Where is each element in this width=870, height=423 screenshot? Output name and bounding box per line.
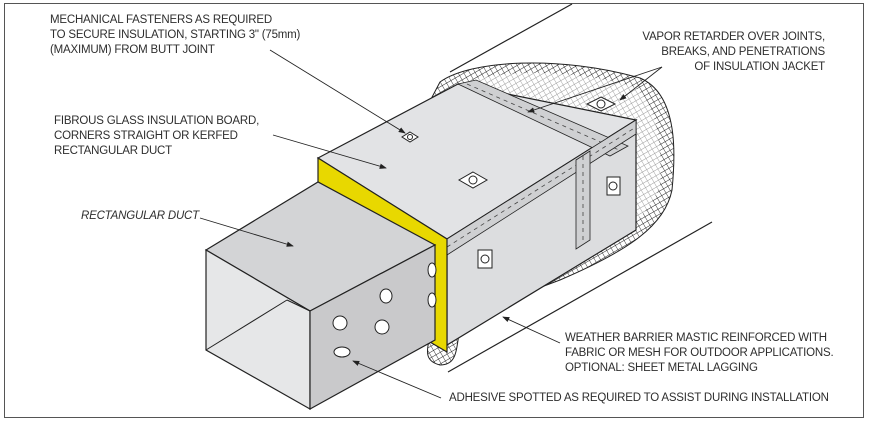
label-line: (MAXIMUM) FROM BUTT JOINT bbox=[50, 44, 215, 56]
label-line: OPTIONAL: SHEET METAL LAGGING bbox=[565, 362, 758, 374]
label-line: MECHANICAL FASTENERS AS REQUIRED bbox=[50, 14, 272, 26]
fastener-icon bbox=[401, 96, 621, 269]
label-line: BREAKS, AND PENETRATIONS bbox=[661, 46, 825, 58]
jacket-lower-line bbox=[447, 221, 713, 373]
jacket-upper-line bbox=[449, 3, 573, 73]
label-rectangular-duct: RECTANGULAR DUCT bbox=[81, 210, 199, 222]
duct-side-face bbox=[309, 244, 436, 411]
label-adhesive: ADHESIVE SPOTTED AS REQUIRED TO ASSIST D… bbox=[449, 392, 829, 404]
label-line: RECTANGULAR DUCT bbox=[54, 145, 172, 157]
label-mechanical-fasteners: MECHANICAL FASTENERS AS REQUIRED TO SECU… bbox=[50, 13, 300, 58]
label-line: TO SECURE INSULATION, STARTING 3" (75mm) bbox=[50, 29, 301, 41]
label-line: FIBROUS GLASS INSULATION BOARD, bbox=[54, 115, 260, 127]
label-vapor-retarder: VAPOR RETARDER OVER JOINTS, BREAKS, AND … bbox=[642, 30, 825, 75]
diagram-frame bbox=[4, 3, 864, 418]
label-line: WEATHER BARRIER MASTIC REINFORCED WITH bbox=[565, 332, 827, 344]
vapor-strip-top bbox=[456, 79, 629, 157]
label-line: VAPOR RETARDER OVER JOINTS, bbox=[642, 31, 825, 43]
label-line: FABRIC OR MESH FOR OUTDOOR APPLICATIONS. bbox=[565, 347, 834, 359]
adhesive-spot-icon bbox=[332, 262, 437, 358]
label-line: OF INSULATION JACKET bbox=[694, 61, 825, 73]
label-insulation-board: FIBROUS GLASS INSULATION BOARD, CORNERS … bbox=[54, 114, 259, 159]
label-weather-barrier: WEATHER BARRIER MASTIC REINFORCED WITH F… bbox=[565, 331, 834, 376]
label-line: CORNERS STRAIGHT OR KERFED bbox=[54, 130, 238, 142]
